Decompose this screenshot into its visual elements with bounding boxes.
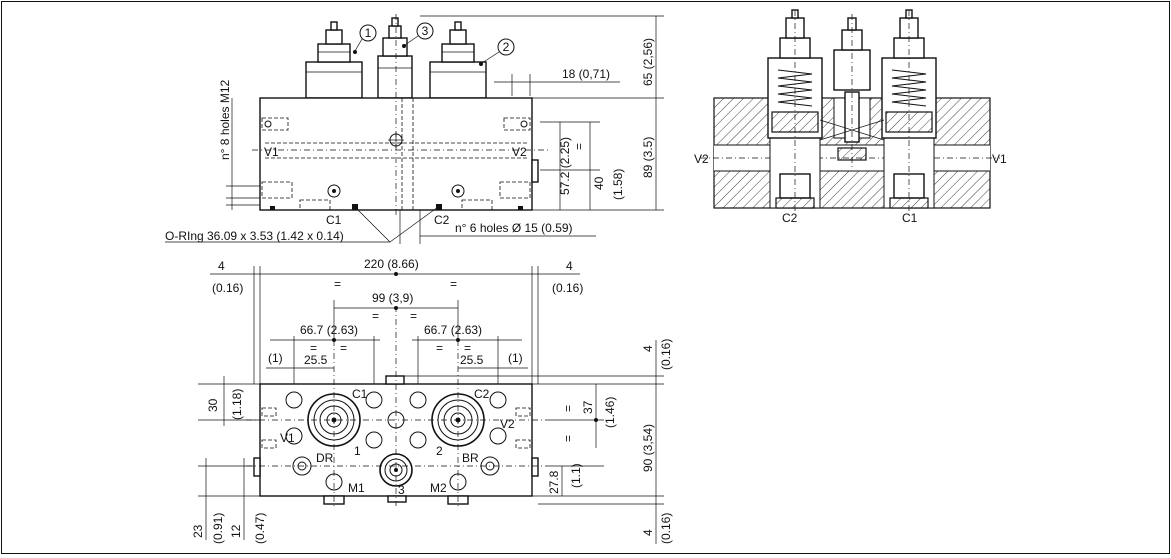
top-num-2: 2 <box>436 444 443 458</box>
dim-158: (1.58) <box>611 169 625 200</box>
dim-255-right: 25.5 <box>460 353 484 367</box>
front-port-v2: V2 <box>512 145 527 159</box>
dim-18: 18 (0,71) <box>562 67 610 81</box>
dim-146: (1.46) <box>603 397 617 428</box>
dim-047: (0.47) <box>253 513 267 544</box>
dim-11: (1.1) <box>569 463 583 488</box>
dim-016-top: (0.16) <box>659 339 673 370</box>
eq-667-left-2: = <box>340 341 347 355</box>
eq-37-a: = <box>561 405 575 412</box>
dim-4-right: 4 <box>566 259 573 273</box>
top-port-v1: V1 <box>280 431 295 445</box>
top-num-3: 3 <box>398 483 405 497</box>
dim-4-left: 4 <box>218 259 225 273</box>
section-view: V2 V1 C2 C1 <box>694 9 1007 225</box>
eq-99-left: = <box>372 309 379 323</box>
dim-278: 27.8 <box>547 470 561 494</box>
dim-90: 90 (3,54) <box>641 424 655 472</box>
top-port-v2: V2 <box>500 417 515 431</box>
dim-23: 23 <box>191 524 205 538</box>
dim-89: 89 (3.5) <box>641 137 655 178</box>
eq-220-left: = <box>334 277 341 291</box>
section-port-c2: C2 <box>782 211 798 225</box>
dim-667-right: 66.7 (2.63) <box>424 323 482 337</box>
balloon-1-label: 1 <box>365 26 372 40</box>
balloon-3-label: 3 <box>422 24 429 38</box>
dim-667-left: 66.7 (2.63) <box>300 323 358 337</box>
dim-40: 40 <box>592 176 606 190</box>
top-port-c2: C2 <box>474 387 490 401</box>
cartridge-3 <box>377 17 413 99</box>
top-port-m2: M2 <box>430 481 447 495</box>
dim-091: (0.91) <box>211 513 225 544</box>
dim-1-right: (1) <box>508 351 523 365</box>
top-num-1: 1 <box>354 444 361 458</box>
section-port-c1: C1 <box>902 211 918 225</box>
dim-30: 30 <box>206 398 220 412</box>
balloon-1 <box>359 24 377 42</box>
eq-667-left: = <box>310 341 317 355</box>
eq-667-right-2: = <box>464 341 471 355</box>
eq-37-b: = <box>561 435 575 442</box>
dim-016-left: (0.16) <box>212 281 243 295</box>
front-port-v1: V1 <box>264 145 279 159</box>
dim-57: 57.2 (2.25) <box>558 137 572 195</box>
oring-label: O-RIng 36.09 x 3.53 (1.42 x 0.14) <box>165 229 344 243</box>
eq-667-right: = <box>436 341 443 355</box>
eq-front: = <box>572 143 586 150</box>
front-port-c1: C1 <box>326 213 342 227</box>
balloon-2-label: 2 <box>503 40 510 54</box>
balloon-3 <box>416 22 434 40</box>
top-port-br: BR <box>462 451 479 465</box>
front-port-c2: C2 <box>434 213 450 227</box>
eq-99-right: = <box>410 309 417 323</box>
balloon-2 <box>497 38 515 56</box>
section-port-v2: V2 <box>694 152 709 166</box>
bottom-holes-label: n° 6 holes Ø 15 (0.59) <box>455 221 573 235</box>
dim-220: 220 (8.66) <box>364 257 419 271</box>
top-port-dr: DR <box>316 451 334 465</box>
dim-255-left: 25.5 <box>304 353 328 367</box>
dim-1-left: (1) <box>268 351 283 365</box>
dim-4-bot: 4 <box>641 529 655 536</box>
dim-016-right: (0.16) <box>552 281 583 295</box>
dim-12: 12 <box>229 524 243 538</box>
top-port-c1: C1 <box>352 387 368 401</box>
top-port-m1: M1 <box>348 481 365 495</box>
holes-m12-label: n° 8 holes M12 <box>218 79 232 160</box>
top-view: C1 C2 V1 V2 DR BR M1 M2 1 2 3 220 (8.66)… <box>191 257 673 544</box>
dim-4-top: 4 <box>641 345 655 352</box>
cartridge-1 <box>305 21 363 99</box>
eq-220-right: = <box>450 277 457 291</box>
dim-99: 99 (3,9) <box>372 291 413 305</box>
dim-37: 37 <box>581 400 595 414</box>
dim-118: (1.18) <box>230 389 244 420</box>
dim-65: 65 (2,56) <box>641 38 655 86</box>
dim-016-bot: (0.16) <box>659 513 673 544</box>
section-port-v1: V1 <box>992 152 1007 166</box>
cartridge-2 <box>429 21 487 99</box>
front-view: 1 3 2 <box>165 14 664 244</box>
